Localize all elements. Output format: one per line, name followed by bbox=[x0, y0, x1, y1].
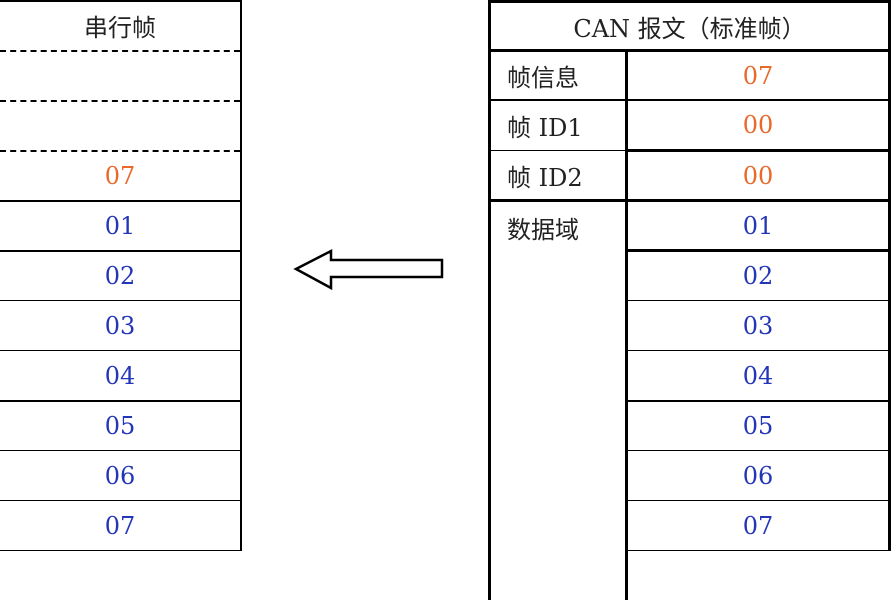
field-value-frame-info: 07 bbox=[742, 61, 774, 90]
field-value-frame-id2: 00 bbox=[742, 161, 774, 190]
serial-byte: 04 bbox=[104, 361, 136, 390]
can-message-title: CAN 报文（标准帧） bbox=[573, 14, 806, 43]
arrow-left-icon bbox=[293, 248, 444, 291]
serial-byte: 05 bbox=[104, 412, 136, 440]
serial-byte: 03 bbox=[104, 311, 136, 340]
data-byte: 07 bbox=[742, 511, 774, 540]
data-byte: 01 bbox=[742, 211, 774, 240]
field-value-frame-id1: 00 bbox=[742, 111, 774, 139]
field-label-frame-id2: 帧 ID2 bbox=[507, 163, 583, 192]
serial-frame-title: 串行帧 bbox=[84, 13, 156, 42]
serial-byte: 07 bbox=[104, 511, 136, 540]
field-label-data: 数据域 bbox=[507, 216, 579, 244]
serial-byte: 07 bbox=[104, 162, 136, 190]
data-byte: 05 bbox=[742, 412, 774, 440]
field-label-frame-info: 帧信息 bbox=[507, 64, 579, 92]
data-byte: 02 bbox=[742, 262, 774, 290]
serial-byte: 01 bbox=[104, 212, 136, 240]
data-byte: 06 bbox=[742, 461, 774, 490]
serial-byte: 02 bbox=[104, 262, 136, 290]
data-byte: 03 bbox=[742, 311, 774, 340]
serial-byte: 06 bbox=[104, 461, 136, 490]
data-byte: 04 bbox=[742, 361, 774, 390]
field-label-frame-id1: 帧 ID1 bbox=[507, 114, 583, 142]
